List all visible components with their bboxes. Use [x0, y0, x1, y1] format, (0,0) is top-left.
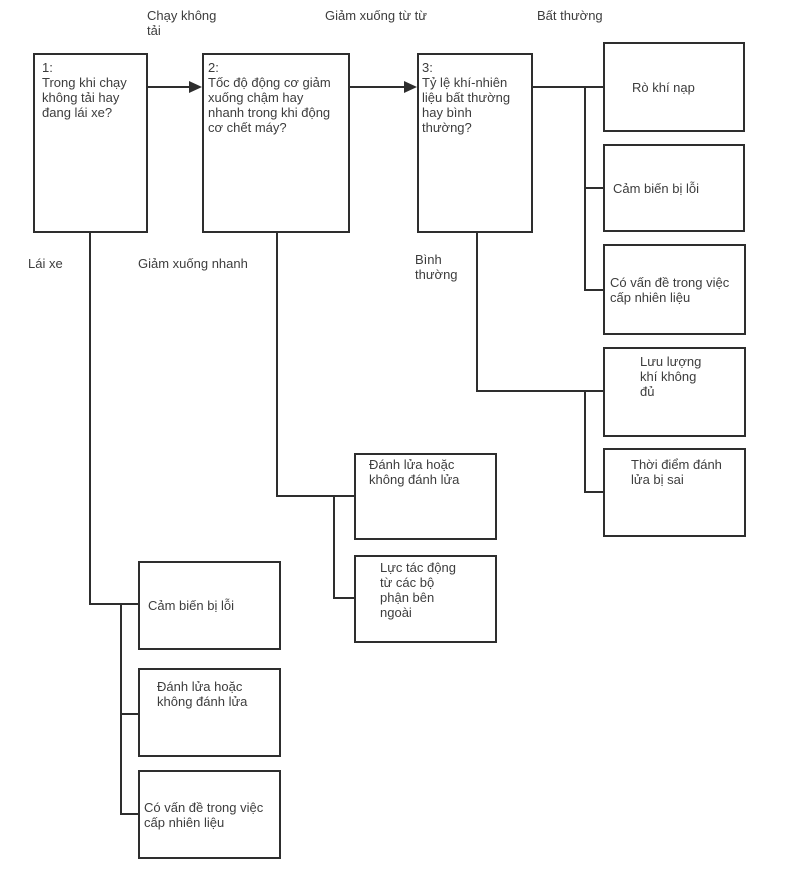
connector-q1-q2-shaft: [148, 86, 190, 88]
node-q3-air-fuel-ratio: 3: Tỷ lệ khí-nhiên liệu bất thường hay b…: [417, 53, 533, 233]
node-thoi-diem-danh-lua-bi-sai: Thời điểm đánh lửa bị sai: [603, 448, 746, 537]
connector-q3-ro-khi-nap: [533, 86, 603, 88]
node-luc-tac-dong-ben-ngoai: Lực tác động từ các bộ phận bên ngoài: [354, 555, 497, 643]
node-danh-lua-bottom: Đánh lửa hoặc không đánh lửa: [138, 668, 281, 757]
branch-label-giam-xuong-tu-tu: Giảm xuống từ từ: [325, 8, 427, 23]
node-co-van-de-cap-nhien-lieu-right: Có vấn đề trong việc cấp nhiên liệu: [603, 244, 746, 335]
connector-stub-danh-lua-mid: [276, 495, 354, 497]
node-ro-khi-nap: Rò khí nạp: [603, 42, 745, 132]
connector-q2-q3-arrowhead-icon: [404, 81, 417, 93]
branch-label-giam-xuong-nhanh: Giảm xuống nhanh: [138, 256, 248, 271]
node-luu-luong-khi-khong-du: Lưu lượng khí không đủ: [603, 347, 746, 437]
branch-label-chay-khong-tai: Chạy không tải: [147, 8, 217, 38]
connector-q2-drop: [276, 233, 278, 497]
connector-stub-co-van-de-right: [584, 289, 603, 291]
connector-q1-q2-arrowhead-icon: [189, 81, 202, 93]
connector-binh-thuong-trunk: [584, 390, 586, 493]
node-co-van-de-cap-nhien-lieu-bottom: Có vấn đề trong việc cấp nhiên liệu: [138, 770, 281, 859]
node-danh-lua-mid: Đánh lửa hoặc không đánh lửa: [354, 453, 497, 540]
connector-stub-luc-tac-dong: [333, 597, 354, 599]
connector-q3-drop: [476, 233, 478, 392]
connector-stub-cam-bien-bottom: [89, 603, 138, 605]
connector-stub-cam-bien-right: [584, 187, 603, 189]
branch-label-bat-thuong: Bất thường: [537, 8, 603, 23]
connector-q2-q3-shaft: [350, 86, 405, 88]
connector-binh-thuong-horizontal: [476, 390, 603, 392]
node-cam-bien-bi-loi-bottom: Cảm biến bị lỗi: [138, 561, 281, 650]
branch-label-lai-xe: Lái xe: [28, 256, 63, 271]
node-q1-idle-or-driving: 1: Trong khi chạy không tải hay đang lái…: [33, 53, 148, 233]
connector-stub-thoi-diem: [584, 491, 603, 493]
connector-lai-xe-bracket: [120, 603, 122, 815]
connector-q1-drop: [89, 233, 91, 605]
branch-label-binh-thuong: Bình thường: [415, 252, 458, 282]
node-q2-rpm-drop-speed: 2: Tốc độ động cơ giảm xuống chậm hay nh…: [202, 53, 350, 233]
connector-stub-co-van-de-bottom: [120, 813, 138, 815]
connector-stub-danh-lua-bottom: [120, 713, 138, 715]
node-cam-bien-bi-loi-right: Cảm biến bị lỗi: [603, 144, 745, 232]
connector-giam-nhanh-bracket: [333, 495, 335, 599]
